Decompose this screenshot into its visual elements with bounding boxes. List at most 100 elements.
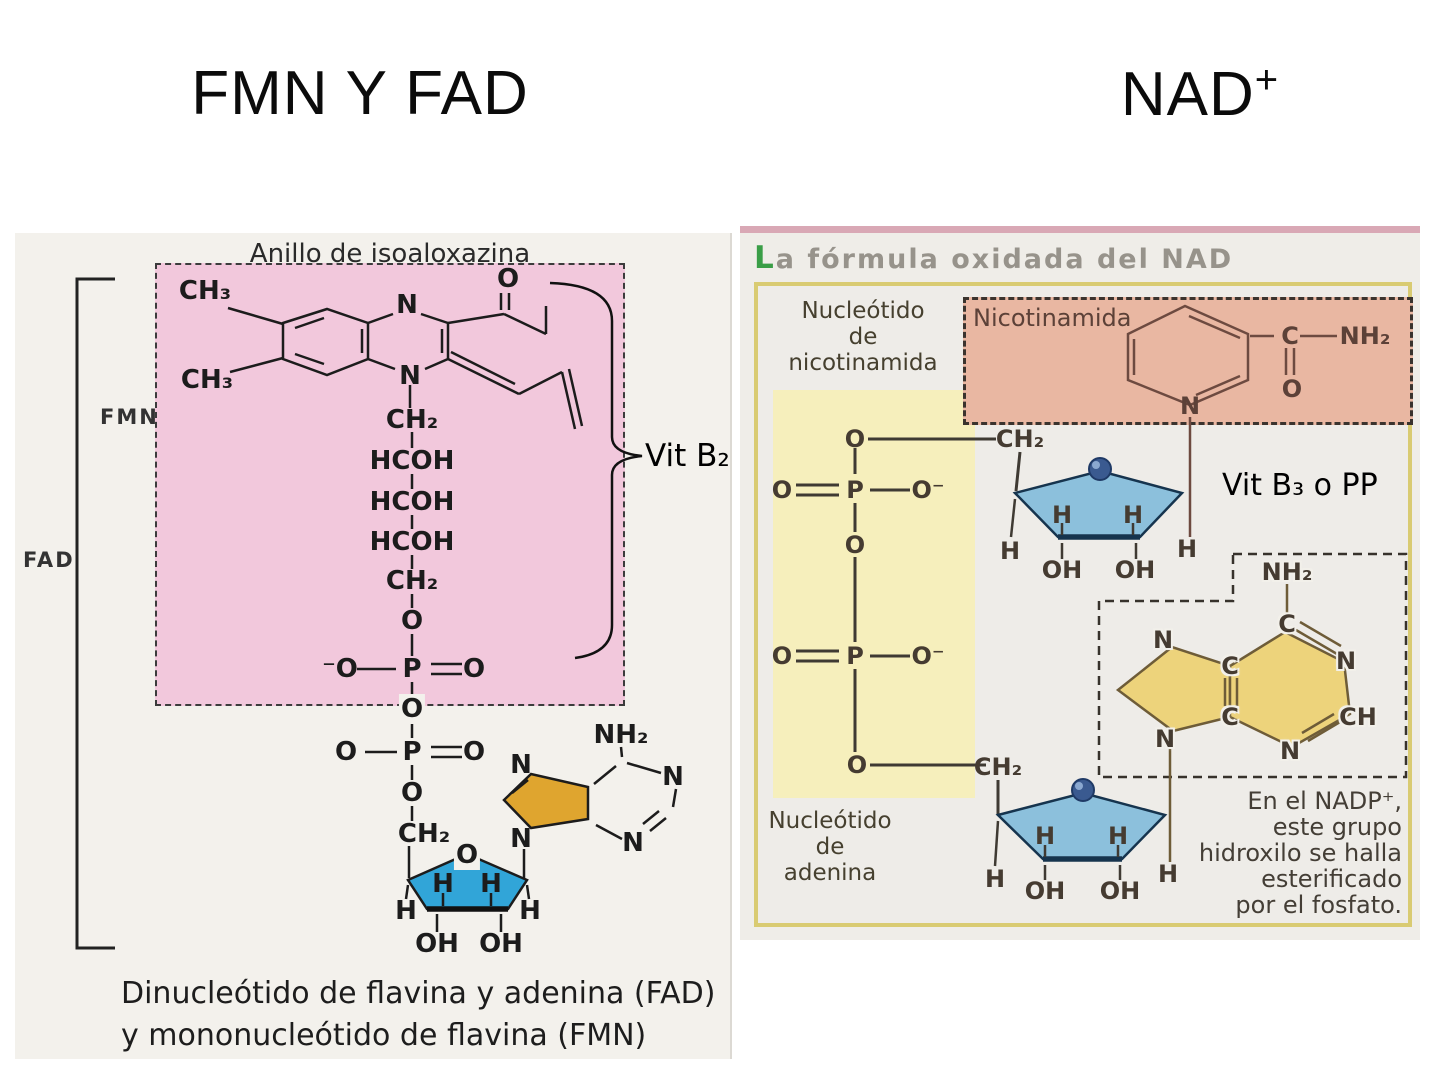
atom-label: P (846, 642, 864, 670)
nad-figure-header: La fórmula oxidada del NAD (754, 240, 1233, 276)
caption-line-2: y mononucleótido de flavina (FMN) (121, 1018, 647, 1053)
atom-label: N (399, 361, 421, 391)
fmn-fad-structure-drawing (75, 277, 678, 950)
atom-label: CH₂ (385, 566, 439, 596)
atom-label: NH₂ (1261, 558, 1313, 586)
label-line: Nucleótido (801, 298, 925, 324)
atom-label: CH₃ (180, 365, 234, 395)
atom-label: H (395, 896, 417, 926)
atom-label: O (771, 642, 793, 670)
atom-label: H (1051, 501, 1073, 529)
atom-label: OH (415, 929, 459, 959)
scan-edge-strip (740, 226, 1420, 233)
atom-label: O (400, 778, 424, 808)
note-line: esterificado (1261, 865, 1402, 893)
atom-label: C (1221, 703, 1239, 731)
fad-bracket-label: FAD (23, 548, 75, 572)
atom-label: CH₂ (397, 819, 451, 849)
atom-label: O (334, 737, 358, 767)
atom-label: O⁻ (911, 476, 945, 504)
atom-label: H (1157, 860, 1179, 888)
atom-label: H (519, 896, 541, 926)
atom-label: N (662, 762, 684, 792)
note-line: este grupo (1272, 813, 1402, 841)
atom-label: O (1281, 375, 1303, 403)
atom-label: O (462, 654, 486, 684)
atom-label: N (1335, 647, 1357, 675)
atom-label: O (771, 476, 793, 504)
atom-label: H (480, 869, 502, 899)
atom-label: H (999, 537, 1021, 565)
atom-label: HCOH (369, 527, 455, 557)
atom-label: HCOH (369, 487, 455, 517)
isoalloxazine-dashed-box (155, 263, 625, 706)
atom-label: H (984, 865, 1006, 893)
atom-label: OH (1114, 556, 1156, 584)
atom-label: OH (1041, 556, 1083, 584)
nicotinamide-nucleotide-label: Nucleótido de nicotinamida (763, 298, 963, 376)
atom-label: NH₂ (1339, 322, 1391, 350)
atom-label: O (400, 606, 424, 636)
atom-label: OH (1024, 877, 1066, 905)
fmn-fad-figure: Anillo de isoaloxazina (15, 233, 732, 1059)
label-line: nicotinamida (788, 350, 938, 376)
atom-label: P (846, 476, 864, 504)
atom-label: O (844, 531, 866, 559)
atom-label: H (1176, 535, 1198, 563)
caption-line-1: Dinucleótido de flavina y adenina (FAD) (121, 976, 716, 1011)
note-line: En el NADP⁺, (1247, 787, 1402, 815)
atom-label: O (453, 840, 481, 870)
atom-label: CH₂ (995, 425, 1045, 453)
atom-label: N (1279, 737, 1301, 765)
atom-label: N (1154, 725, 1176, 753)
atom-label: H (1107, 822, 1129, 850)
adenine-nucleotide-label: Nucleótido de adenina (730, 808, 930, 886)
atom-label: C (1221, 652, 1239, 680)
nadp-note: En el NADP⁺, este grupo hidroxilo se hal… (1112, 788, 1402, 918)
atom-label: C (1281, 322, 1299, 350)
label-line: de (848, 324, 878, 350)
atom-label: N (510, 750, 532, 780)
figure-caption: Dinucleótido de flavina y adenina (FAD) … (121, 973, 715, 1057)
phosphate-column-highlight (773, 390, 975, 798)
label-line: de (815, 834, 845, 860)
vitamin-b2-label: Vit B₂ (645, 438, 730, 474)
atom-label: CH₃ (178, 276, 232, 306)
page-title-left: FMN Y FAD (191, 59, 529, 128)
atom-label: N (1152, 626, 1174, 654)
atom-label: O (844, 425, 866, 453)
atom-label: H (432, 869, 454, 899)
atom-label: CH₂ (385, 405, 439, 435)
note-line: hidroxilo se halla (1198, 839, 1402, 867)
atom-label: O (462, 737, 486, 767)
atom-label: P (402, 737, 422, 767)
label-line: Nucleótido (768, 808, 892, 834)
atom-label: C (1278, 610, 1296, 638)
atom-label: O⁻ (911, 642, 945, 670)
vitamin-b3-label: Vit B₃ o PP (1222, 468, 1378, 503)
atom-label: OH (479, 929, 523, 959)
atom-label: H (1034, 822, 1056, 850)
atom-label: N (396, 290, 418, 320)
page-title-right: NAD+ (1060, 58, 1340, 130)
nad-figure: La fórmula oxidada del NAD Nicotinamida (740, 226, 1420, 940)
atom-label: N (622, 828, 644, 858)
atom-label: N (510, 824, 532, 854)
atom-label: CH (1339, 703, 1377, 731)
atom-label: N (1179, 392, 1201, 420)
atom-label: HCOH (369, 446, 455, 476)
atom-label: CH₂ (973, 753, 1023, 781)
label-line: adenina (783, 860, 877, 886)
title-nad-superscript: + (1254, 58, 1280, 102)
header-text: a fórmula oxidada del NAD (775, 244, 1234, 275)
fmn-bracket-label: FMN (100, 405, 159, 429)
nicotinamide-label: Nicotinamida (973, 304, 1132, 332)
note-line: por el fosfato. (1235, 891, 1402, 919)
atom-label: OH (1099, 877, 1141, 905)
atom-label: O (846, 751, 868, 779)
atom-label: NH₂ (593, 720, 649, 750)
title-nad-text: NAD (1120, 60, 1255, 129)
atom-label: ⁻O (322, 654, 358, 684)
nad-structure-drawing (796, 304, 1408, 880)
